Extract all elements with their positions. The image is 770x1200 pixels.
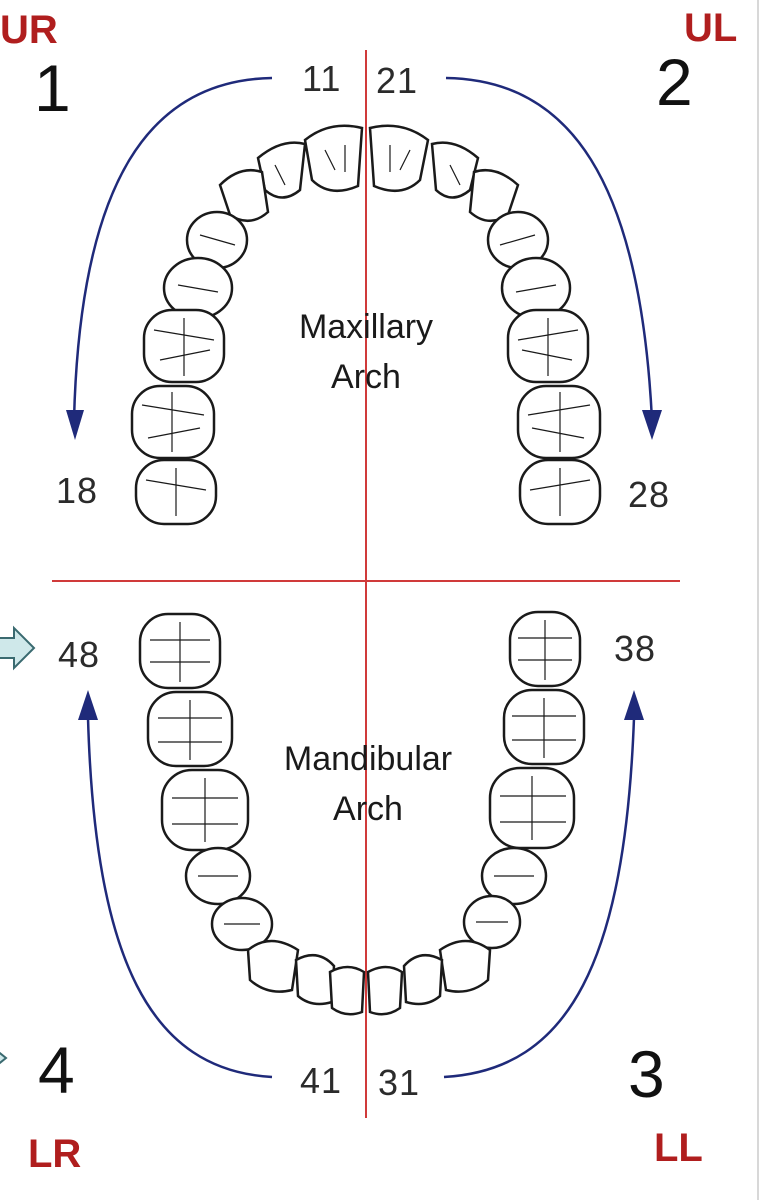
tooth-label-41: 41 [300, 1060, 343, 1101]
tooth-17 [130, 384, 216, 460]
maxillary-arch-label: Maxillary Arch [256, 302, 476, 402]
tooth-33 [438, 939, 492, 993]
tooth-22 [430, 141, 480, 199]
maxillary-occlusal-lines [141, 145, 591, 516]
lower-right-arrowhead-icon [78, 690, 98, 720]
upper-right-direction-arrow [72, 76, 273, 421]
quadrant-number-lower-right: 4 [38, 1033, 75, 1107]
tooth-label-21: 21 [376, 60, 419, 101]
mandibular-occlusal-lines [150, 620, 576, 925]
quadrant-code-lower-left: LL [654, 1126, 703, 1170]
tooth-11 [303, 124, 364, 193]
left-side-arrow-icon [0, 625, 36, 671]
upper-left-arrowhead-icon [642, 410, 662, 440]
tooth-32 [402, 953, 444, 1006]
tooth-41 [328, 965, 366, 1016]
maxillary-arch-line1: Maxillary [298, 308, 434, 346]
quadrant-number-lower-left: 3 [628, 1037, 665, 1111]
tooth-21 [368, 124, 430, 193]
quadrant-number-upper-left: 2 [656, 45, 693, 119]
quadrant-code-upper-left: UL [684, 6, 738, 50]
quadrant-number-upper-right: 1 [34, 51, 71, 125]
lower-right-direction-arrow [86, 717, 273, 1079]
tooth-label-28: 28 [628, 474, 671, 515]
tooth-42 [294, 953, 336, 1006]
quadrant-code-lower-right: LR [28, 1132, 82, 1176]
maxillary-teeth [130, 124, 602, 526]
tooth-label-11: 11 [302, 58, 342, 99]
tooth-label-18: 18 [56, 470, 99, 511]
tooth-43 [246, 939, 300, 993]
quadrant-code-upper-right: UR [0, 8, 58, 52]
tooth-label-48: 48 [58, 634, 101, 675]
right-edge-border [757, 0, 759, 1200]
tooth-label-31: 31 [378, 1062, 421, 1103]
tooth-31 [366, 965, 404, 1016]
mandibular-arch-line1: Mandibular [283, 740, 453, 778]
upper-right-arrowhead-icon [66, 410, 84, 440]
tooth-label-38: 38 [614, 628, 657, 669]
tooth-27 [516, 384, 602, 460]
upper-left-direction-arrow [445, 76, 654, 421]
maxillary-arch-line2: Arch [331, 358, 401, 396]
mandibular-arch-label: Mandibular Arch [258, 734, 478, 834]
lower-left-direction-arrow [443, 717, 636, 1079]
mandibular-arch-line2: Arch [333, 790, 403, 828]
lower-left-arrowhead-icon [624, 690, 644, 720]
tooth-12 [256, 141, 307, 199]
lower-side-arrow-icon [0, 1051, 8, 1065]
